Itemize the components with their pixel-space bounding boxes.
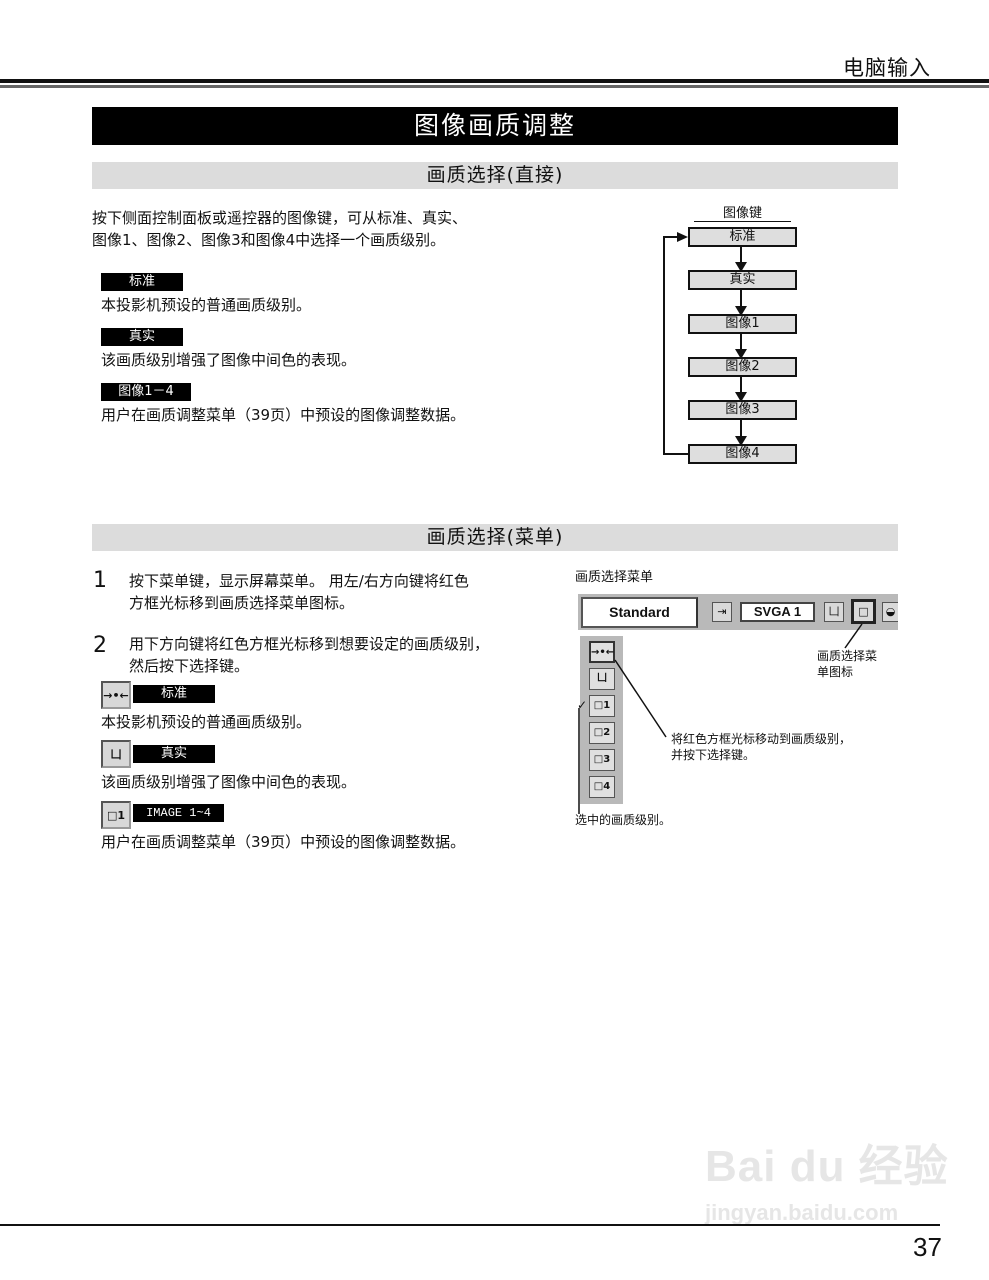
desc-image: 用户在画质调整菜单（39页）中预设的图像调整数据。 [101, 833, 466, 851]
watermark-url: jingyan.baidu.com [705, 1200, 899, 1225]
section-heading-menu: 画质选择(菜单) [92, 524, 898, 551]
side-real-icon: 凵 [589, 668, 615, 690]
header-rule-thin [0, 85, 989, 88]
callout-menu-icon: 画质选择菜 单图标 [817, 648, 877, 680]
step-line: 用下方向键将红色方框光标移到想要设定的画质级别， [129, 635, 490, 653]
flow-box-real: 真实 [688, 270, 797, 290]
desc-real: 该画质级别增强了图像中间色的表现。 [101, 773, 357, 791]
step-line: 然后按下选择键。 [129, 657, 250, 675]
flow-box-image2: 图像2 [688, 357, 797, 377]
desc-standard: 本投影机预设的普通画质级别。 [101, 713, 312, 731]
desc-image: 用户在画质调整菜单（39页）中预设的图像调整数据。 [101, 406, 466, 424]
input-icon: ⇥ [712, 602, 732, 622]
down-arrow-icon [735, 420, 747, 446]
real-icon: 凵 [101, 740, 131, 768]
section-heading-direct: 画质选择(直接) [92, 162, 898, 189]
intro-line: 图像1、图像2、图像3和图像4中选择一个画质级别。 [92, 231, 446, 249]
intro-line: 按下侧面控制面板或遥控器的图像键，可从标准、真实、 [92, 209, 468, 227]
tag-standard: 标准 [133, 685, 215, 703]
figure-caption: 画质选择菜单 [575, 570, 654, 585]
flow-box-image1: 图像1 [688, 314, 797, 334]
step-number: 2 [93, 633, 107, 658]
step-text: 用下方向键将红色方框光标移到想要设定的画质级别， 然后按下选择键。 [129, 633, 489, 677]
footer-rule [0, 1224, 940, 1226]
tag-image: 图像1－4 [101, 383, 191, 401]
intro-text: 按下侧面控制面板或遥控器的图像键，可从标准、真实、 图像1、图像2、图像3和图像… [92, 207, 467, 251]
step-line: 方框光标移到画质选择菜单图标。 [129, 594, 355, 612]
step-number: 1 [93, 568, 107, 593]
tag-standard: 标准 [101, 273, 183, 291]
down-arrow-icon [735, 247, 747, 272]
image1-icon: □1 [101, 801, 131, 829]
callout-line: 将红色方框光标移动到画质级别， [671, 732, 852, 746]
desc-standard: 本投影机预设的普通画质级别。 [101, 296, 312, 314]
side-image4-icon: □4 [589, 776, 615, 798]
real-icon: 凵 [824, 602, 844, 622]
baidu-watermark: Bai du 经验 [705, 1142, 949, 1191]
flow-title: 图像键 [694, 206, 791, 222]
down-arrow-icon [735, 334, 747, 359]
tag-real: 真实 [101, 328, 183, 346]
tag-real: 真实 [133, 745, 215, 763]
side-image2-icon: □2 [589, 722, 615, 744]
down-arrow-icon [735, 290, 747, 316]
tag-image: IMAGE 1~4 [133, 804, 224, 822]
side-standard-icon: →•← [589, 641, 615, 663]
callout-line: 画质选择菜 [817, 649, 878, 663]
step-line: 按下菜单键，显示屏幕菜单。 用左/右方向键将红色 [129, 572, 469, 590]
standard-icon: →•← [101, 681, 131, 709]
header-rule [0, 79, 989, 83]
menu-svga-field: SVGA 1 [740, 602, 815, 622]
callout-line: 单图标 [817, 665, 854, 679]
menu-standard-field: Standard [581, 597, 698, 628]
image-select-menu-icon: □ [851, 599, 876, 624]
callout-line: 并按下选择键。 [671, 748, 756, 762]
side-image1-icon: □1 [589, 695, 615, 717]
step-text: 按下菜单键，显示屏幕菜单。 用左/右方向键将红色 方框光标移到画质选择菜单图标。 [129, 570, 469, 614]
flow-box-standard: 标准 [688, 227, 797, 247]
side-image3-icon: □3 [589, 749, 615, 771]
flow-box-image3: 图像3 [688, 400, 797, 420]
checkmark-icon: ✓ [577, 698, 588, 712]
down-arrow-icon [735, 377, 747, 402]
page-number: 37 [913, 1232, 942, 1262]
page-title: 图像画质调整 [92, 107, 898, 145]
callout-move-cursor: 将红色方框光标移动到画质级别， 并按下选择键。 [671, 731, 851, 763]
screen-icon: ◒ [882, 602, 898, 622]
desc-real: 该画质级别增强了图像中间色的表现。 [101, 351, 357, 369]
chapter-title: 电脑输入 [843, 56, 931, 80]
flow-box-image4: 图像4 [688, 444, 797, 464]
callout-selected: 选中的画质级别。 [575, 813, 672, 827]
